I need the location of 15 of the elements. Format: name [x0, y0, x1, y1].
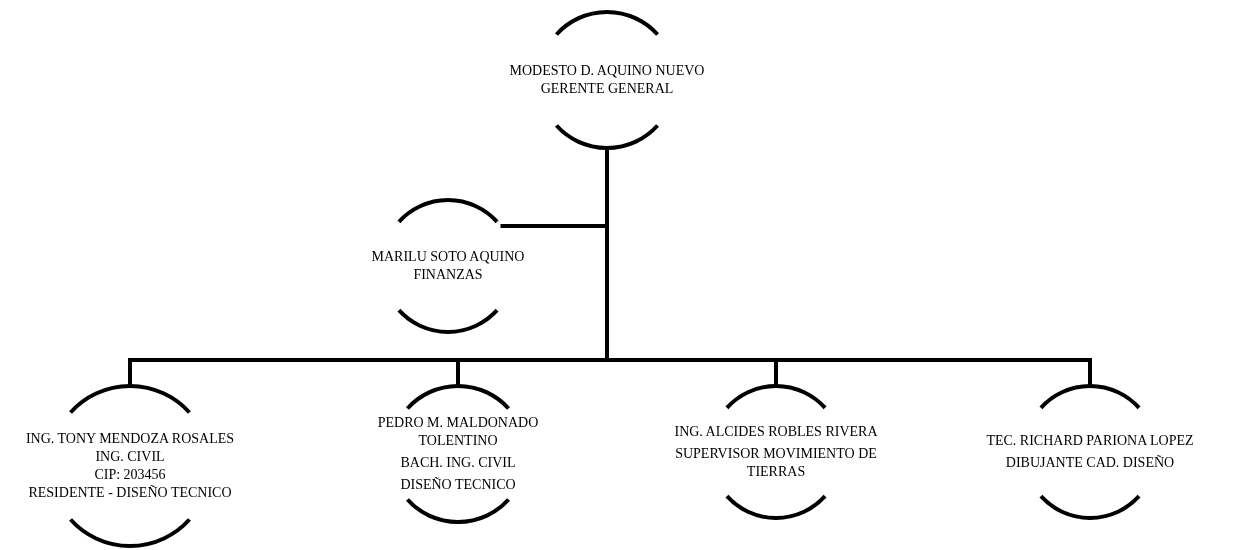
person-name: TEC. RICHARD PARIONA LOPEZ [986, 432, 1194, 450]
job-detail: DISEÑO TECNICO [400, 476, 516, 494]
job-detail: SUPERVISOR MOVIMIENTO DE TIERRAS [674, 445, 878, 481]
job-detail: RESIDENTE - DISEÑO TECNICO [28, 484, 232, 502]
job-detail: BACH. ING. CIVIL [400, 454, 516, 472]
person-name: ING. TONY MENDOZA ROSALES [25, 430, 235, 448]
person-name: MARILU SOTO AQUINO [371, 248, 525, 266]
job-detail: GERENTE GENERAL [540, 80, 674, 98]
person-name: MODESTO D. AQUINO NUEVO [509, 62, 705, 80]
person-name: PEDRO M. MALDONADO TOLENTINO [376, 414, 540, 450]
job-detail: CIP: 203456 [94, 466, 166, 484]
job-detail: ING. CIVIL [95, 448, 165, 466]
person-name: ING. ALCIDES ROBLES RIVERA [674, 423, 878, 441]
job-detail: DIBUJANTE CAD. DISEÑO [1005, 454, 1175, 472]
job-detail: FINANZAS [413, 266, 483, 284]
